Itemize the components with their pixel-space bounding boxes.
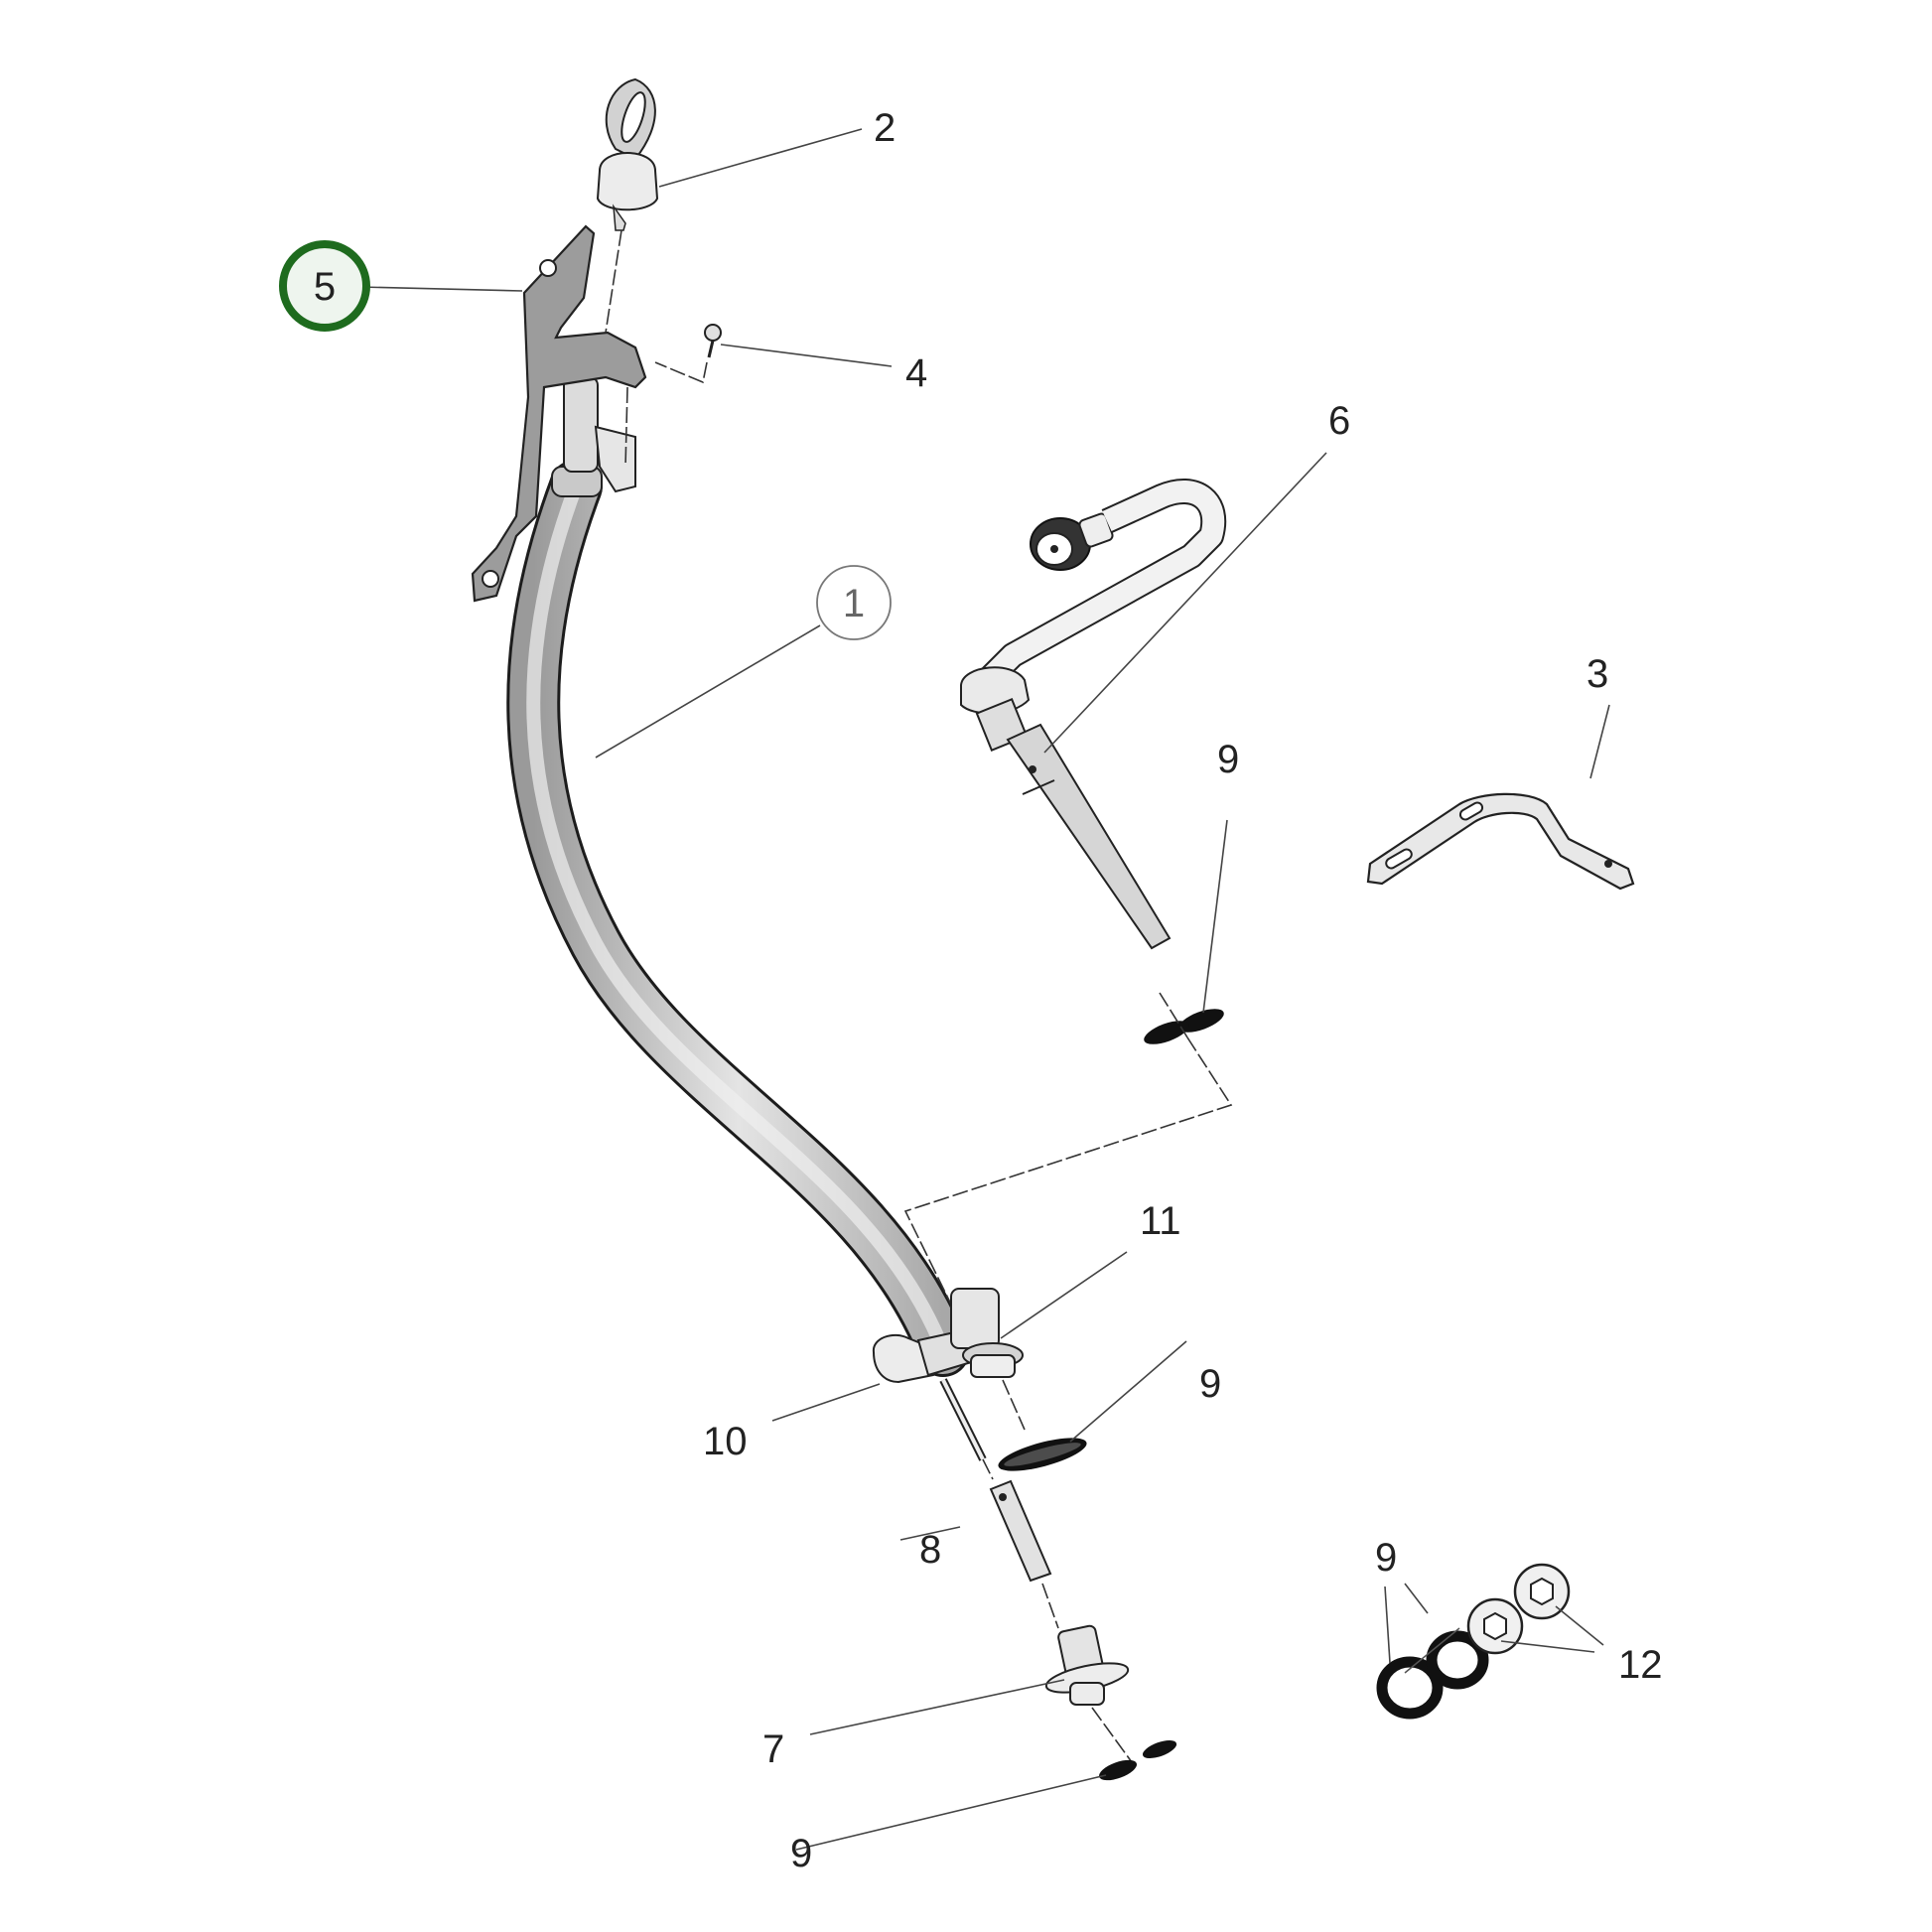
part-o-ring-lower[interactable] bbox=[1096, 1736, 1178, 1784]
callout-8[interactable]: 8 bbox=[919, 1528, 941, 1572]
callout-11[interactable]: 11 bbox=[1140, 1199, 1181, 1243]
part-o-ring-middle[interactable] bbox=[995, 1432, 1089, 1478]
part-clamp-nut[interactable] bbox=[950, 1288, 1026, 1431]
callout-label: 5 bbox=[314, 265, 336, 309]
callout-10[interactable]: 10 bbox=[703, 1420, 748, 1463]
part-plug-screws[interactable] bbox=[1376, 1563, 1571, 1720]
callout-9-lower[interactable]: 9 bbox=[790, 1832, 812, 1875]
routing-line bbox=[903, 1036, 1233, 1310]
callout-9-middle[interactable]: 9 bbox=[1199, 1362, 1221, 1406]
part-adapter-flange[interactable] bbox=[1043, 1624, 1133, 1763]
leader-lines bbox=[358, 128, 1610, 1851]
callout-5[interactable]: 5 bbox=[279, 240, 370, 332]
callout-9-screws[interactable]: 9 bbox=[1375, 1536, 1397, 1580]
callout-6[interactable]: 6 bbox=[1328, 399, 1350, 443]
callout-12[interactable]: 12 bbox=[1618, 1643, 1663, 1687]
callout-label: 1 bbox=[843, 582, 865, 625]
part-o-ring-upper[interactable] bbox=[1141, 992, 1226, 1049]
callout-1[interactable]: 1 bbox=[816, 565, 892, 640]
callout-7[interactable]: 7 bbox=[762, 1727, 784, 1771]
part-dipstick-cap[interactable] bbox=[596, 77, 659, 468]
part-connector-sleeve[interactable] bbox=[939, 1378, 1059, 1629]
part-bolt[interactable] bbox=[654, 324, 722, 384]
callout-4[interactable]: 4 bbox=[905, 351, 927, 395]
part-tube-bracket[interactable] bbox=[471, 224, 647, 603]
part-oil-dipstick-tube[interactable] bbox=[506, 359, 970, 1377]
callout-9-upper[interactable]: 9 bbox=[1217, 738, 1239, 781]
part-oil-level-sensor-tube[interactable] bbox=[960, 479, 1227, 950]
callout-3[interactable]: 3 bbox=[1587, 652, 1608, 696]
callout-2[interactable]: 2 bbox=[874, 106, 896, 150]
part-mounting-bracket[interactable] bbox=[1366, 792, 1635, 891]
